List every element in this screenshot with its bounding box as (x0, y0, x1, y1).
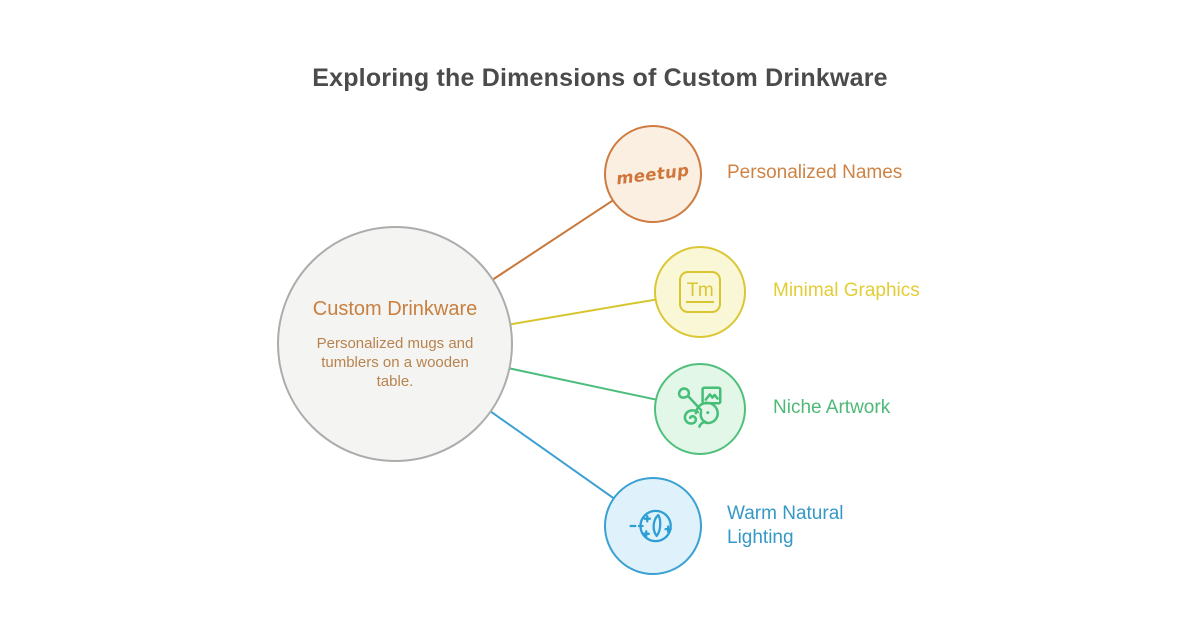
meetup-logo-text: meetup (615, 160, 691, 188)
moon-sparkles-icon (629, 502, 677, 550)
branch-label-niche-artwork: Niche Artwork (773, 397, 891, 418)
tm-tile: Tm (679, 271, 721, 313)
center-node-title: Custom Drinkware (312, 297, 478, 320)
branch-label-warm-natural-lighting: Warm Natural Lighting (727, 503, 844, 548)
branch-node-minimal-graphics: Tm (654, 246, 746, 338)
center-node-custom-drinkware: Custom Drinkware Personalized mugs and t… (277, 226, 513, 462)
meetup-script-logo: meetup (615, 160, 690, 188)
branch-node-warm-natural-lighting (604, 477, 702, 575)
tm-tile-text: Tm (685, 280, 715, 303)
branch-label-personalized-names: Personalized Names (727, 162, 903, 183)
branch-node-niche-artwork (654, 363, 746, 455)
elephant-paintbrush-icon (673, 382, 727, 436)
branch-label-minimal-graphics: Minimal Graphics (773, 280, 920, 301)
page-title: Exploring the Dimensions of Custom Drink… (312, 64, 888, 92)
center-node-description: Personalized mugs and tumblers on a wood… (316, 334, 474, 391)
tm-square-icon: Tm (679, 271, 721, 313)
branch-node-personalized-names: meetup (604, 125, 702, 223)
